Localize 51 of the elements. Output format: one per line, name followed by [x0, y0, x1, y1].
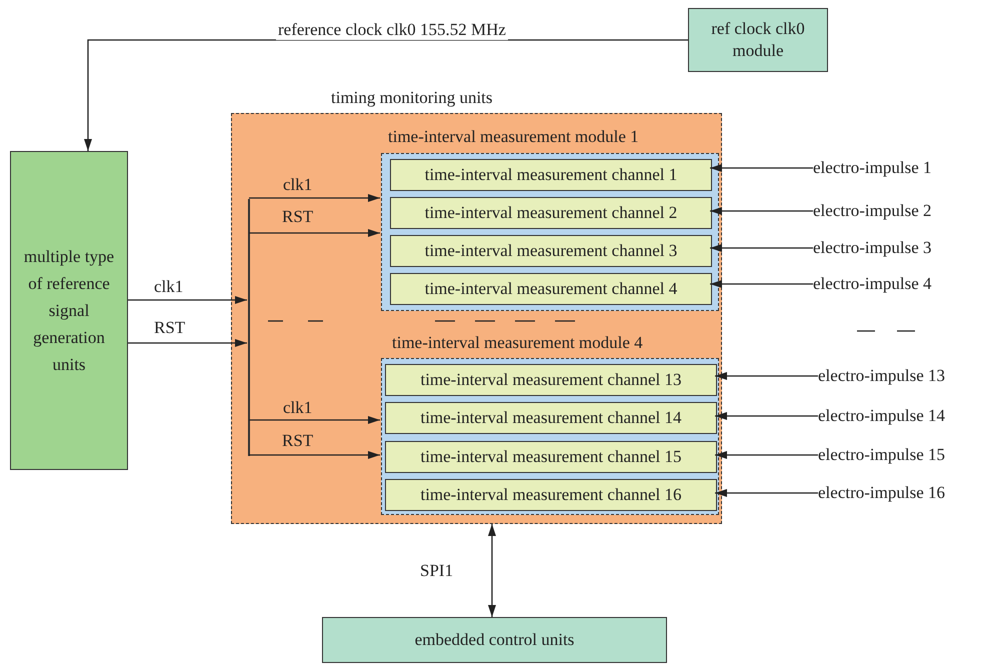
channel-label: time-interval measurement channel 4: [424, 278, 678, 300]
arrow: [128, 296, 247, 304]
module-box: [688, 8, 828, 72]
channel-box: [385, 479, 717, 511]
channel-label: time-interval measurement channel 13: [420, 369, 682, 392]
arrow: [128, 339, 247, 347]
channel-box: [390, 273, 712, 305]
group-title: timing monitoring units: [331, 87, 493, 109]
arrow: [710, 164, 813, 172]
arrow: [488, 524, 496, 617]
channel-box: [385, 364, 717, 396]
box-label: embedded control units: [414, 629, 574, 651]
module-title: time-interval measurement module 4: [392, 332, 643, 354]
signal-label: electro-impulse 16: [818, 482, 980, 504]
signal-label: electro-impulse 14: [818, 405, 980, 427]
channel-box: [385, 441, 717, 473]
edge-label: reference clock clk0 155.52 MHz: [276, 20, 508, 40]
module-title: time-interval measurement module 1: [388, 126, 639, 148]
signal-label: electro-impulse 2: [813, 200, 973, 222]
signal-label: electro-impulse 15: [818, 444, 980, 466]
arrow: [84, 39, 688, 151]
channel-label: time-interval measurement channel 3: [424, 240, 678, 262]
arrow: [710, 207, 813, 215]
signal-label: electro-impulse 13: [818, 365, 980, 387]
arrow: [715, 412, 818, 420]
signal-label: electro-impulse 3: [813, 237, 973, 259]
arrow: [715, 489, 818, 497]
arrow: [249, 194, 380, 202]
channel-box: [385, 402, 717, 434]
signal-label: electro-impulse 1: [813, 157, 973, 179]
channel-label: time-interval measurement channel 15: [420, 446, 682, 468]
arrow: [249, 451, 380, 459]
box-label: multiple type of reference signal generation units: [22, 246, 116, 376]
channel-box: [390, 159, 712, 191]
channel-label: time-interval measurement channel 1: [424, 164, 678, 186]
unit-box: [10, 151, 128, 470]
arrow: [249, 229, 380, 237]
channel-box: [390, 235, 712, 267]
arrow: [715, 451, 818, 459]
module-box: [322, 617, 667, 663]
channel-box: [390, 197, 712, 229]
channel-label: time-interval measurement channel 2: [424, 202, 678, 224]
arrow: [710, 280, 813, 288]
box-label: ref clock clk0 module: [710, 18, 806, 62]
channel-label: time-interval measurement channel 14: [420, 407, 682, 430]
bus-line: [248, 199, 250, 456]
channel-label: time-interval measurement channel 16: [420, 484, 682, 506]
arrow: [715, 372, 818, 380]
arrow: [710, 244, 813, 252]
signal-label: electro-impulse 4: [813, 273, 973, 295]
arrow: [249, 416, 380, 424]
